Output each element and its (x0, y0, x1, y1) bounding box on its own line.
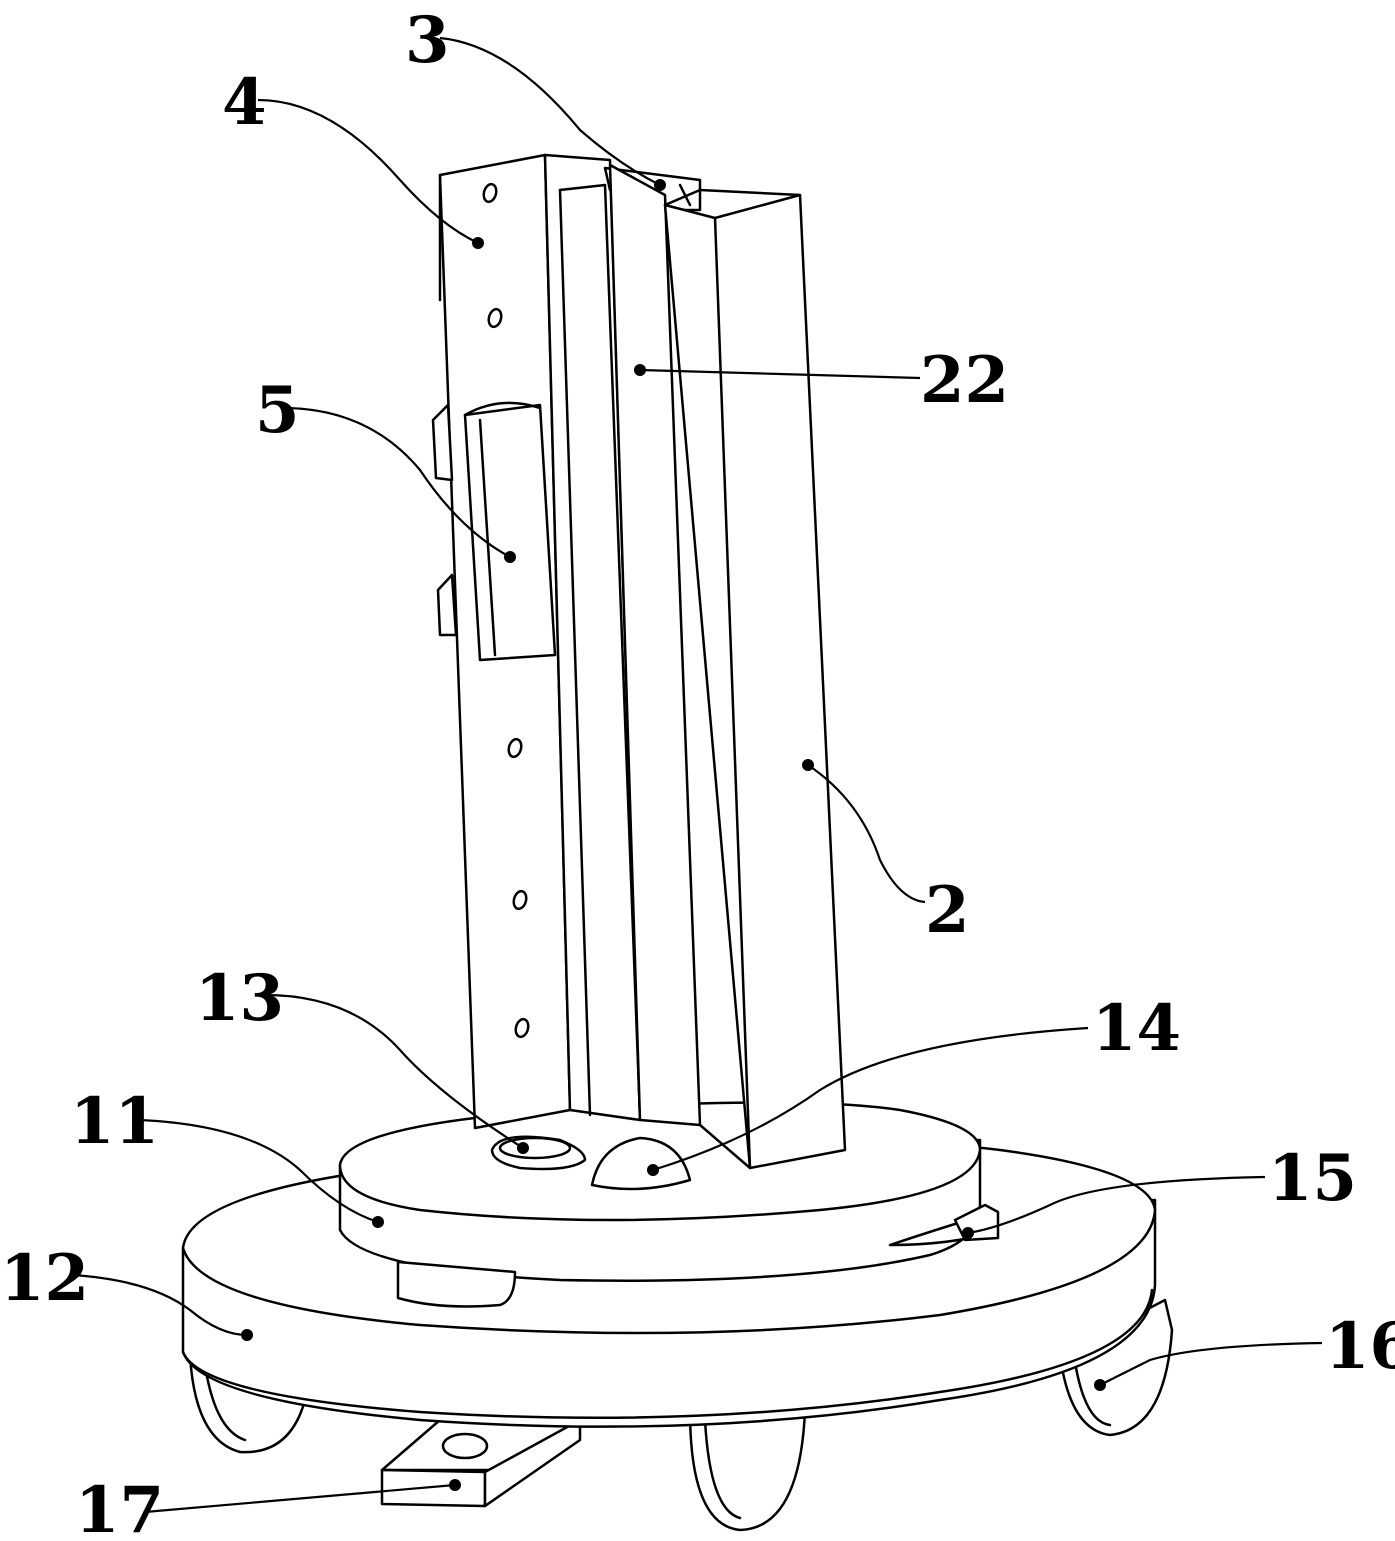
label-13: 13 (195, 961, 284, 1036)
label-16: 16 (1325, 1309, 1395, 1384)
label-22: 22 (920, 343, 1009, 418)
bottom-plate (380, 1418, 582, 1508)
leader-lines (71, 36, 1323, 1514)
column-assembly (431, 153, 847, 1191)
label-2: 2 (925, 873, 970, 948)
label-12: 12 (0, 1241, 89, 1316)
label-11: 11 (70, 1084, 159, 1159)
label-15: 15 (1268, 1141, 1357, 1216)
label-17: 17 (75, 1473, 164, 1536)
reference-numerals: 3 4 22 5 2 13 14 11 15 12 16 17 (0, 3, 1395, 1541)
label-14: 14 (1092, 991, 1181, 1066)
label-4: 4 (222, 65, 267, 140)
label-3: 3 (405, 3, 450, 78)
leader-dots (241, 179, 1106, 1491)
label-5: 5 (255, 373, 300, 448)
